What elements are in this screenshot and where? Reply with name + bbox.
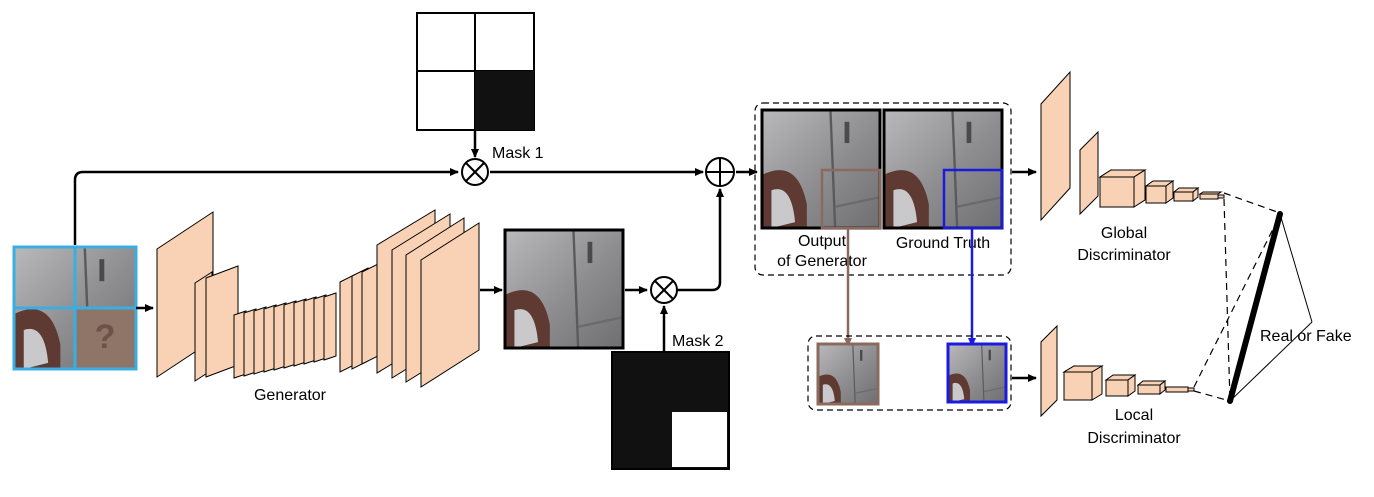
global-discriminator-label-line2: Discriminator — [1077, 247, 1171, 264]
generator-network — [156, 209, 480, 388]
output-label-line2: of Generator — [777, 253, 868, 270]
question-mark-icon: ? — [95, 318, 116, 356]
global-discriminator-label-line1: Global — [1101, 225, 1147, 242]
fc-output-layer — [1227, 211, 1283, 404]
missing-region — [75, 308, 136, 369]
image-pair-box — [754, 102, 1012, 276]
local-discriminator-label-line2: Discriminator — [1087, 430, 1181, 447]
local-discriminator-network — [1040, 324, 1195, 418]
local-output-crop — [816, 342, 880, 406]
output-of-generator-image — [760, 108, 882, 230]
multiply-node-2 — [650, 276, 678, 304]
local-ground-truth-crop — [946, 342, 1008, 404]
local-discriminator-label-line1: Local — [1115, 407, 1153, 424]
output-label-line1: Output — [798, 233, 847, 250]
fusion-lines — [1193, 192, 1281, 402]
add-node — [705, 157, 735, 187]
mask-2 — [611, 351, 730, 470]
skip-connection — [73, 130, 704, 245]
output-crop-box — [820, 168, 882, 230]
mask-1-label: Mask 1 — [492, 145, 544, 162]
output-lines — [1229, 213, 1313, 402]
mask-2-label: Mask 2 — [672, 333, 724, 350]
mask-1 — [416, 12, 535, 131]
multiply-node-1 — [461, 158, 489, 186]
real-or-fake-label: Real or Fake — [1260, 328, 1352, 345]
local-crops-box — [807, 335, 1012, 411]
generator-label: Generator — [254, 387, 327, 404]
generator-output-image — [503, 228, 625, 350]
ground-truth-label: Ground Truth — [896, 235, 990, 252]
input-image: ? — [12, 245, 138, 371]
ground-truth-image — [882, 108, 1004, 230]
global-discriminator-network — [1040, 70, 1225, 222]
